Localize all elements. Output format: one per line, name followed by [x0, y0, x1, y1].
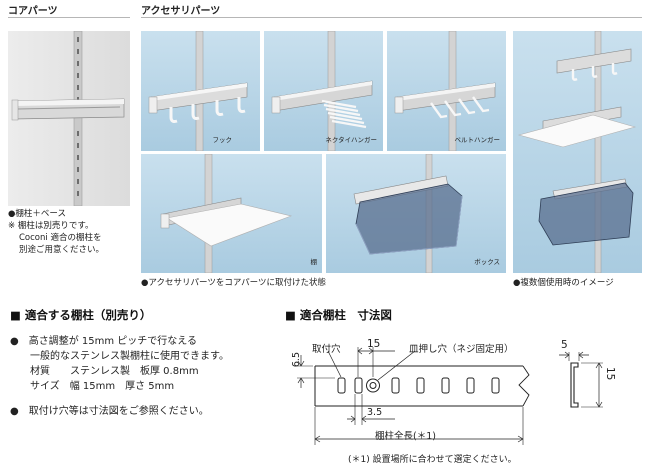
core-note-4: 別途ご用意ください。 — [19, 245, 105, 255]
accessory-title-rule — [141, 17, 642, 18]
label-pitch: 15 — [367, 338, 381, 350]
label-countersunk-hole: 皿押し穴（ネジ固定用） — [409, 344, 514, 355]
core-note-3: Coconi 適合の棚柱を — [19, 233, 102, 243]
core-parts-title: コアパーツ — [8, 6, 58, 17]
compatible-rail-specs: ● 高さ調整が 15mm ピッチで行なえる 一般的なステンレス製棚柱に使用できま… — [10, 334, 229, 394]
necktie-caption: ネクタイハンガー — [325, 136, 377, 144]
spec-line-2: 一般的なステンレス製棚柱に使用できます。 — [10, 351, 229, 362]
spec-line-1: ● 高さ調整が 15mm ピッチで行なえる — [10, 336, 197, 347]
core-note-2: ※ 棚柱は別売りです。 — [8, 221, 94, 231]
attached-state-note: ●アクセサリパーツをコアパーツに取付けた状態 — [141, 278, 326, 288]
reference-note: ● 取付け穴等は寸法図をご参照ください。 — [10, 406, 209, 417]
multi-use-note: ●複数個使用時のイメージ — [513, 278, 614, 288]
shelf-caption: 棚 — [310, 258, 318, 266]
spec-line-3: 材質 ステンレス製 板厚 0.8mm — [10, 366, 199, 377]
multi-use-panel — [513, 31, 642, 273]
label-side-height: 15 — [604, 367, 616, 381]
footnote: (＊1) 設置場所に合わせて選定ください。 — [348, 455, 517, 465]
spec-line-4: サイズ 幅 15mm 厚さ 5mm — [10, 381, 175, 392]
shelf-panel: 棚 — [141, 154, 322, 273]
label-side-width: 5 — [561, 339, 568, 351]
hook-panel: フック — [141, 31, 260, 151]
box-panel: ボックス — [326, 154, 506, 273]
dimension-drawing-title: ■ 適合棚柱 寸法図 — [285, 308, 392, 322]
necktie-hanger-panel: ネクタイハンガー — [264, 31, 383, 151]
label-mounting-hole: 取付穴 — [312, 344, 341, 355]
label-total-length: 棚柱全長(＊1) — [375, 431, 436, 442]
box-caption: ボックス — [474, 258, 500, 266]
hook-caption: フック — [212, 136, 233, 144]
accessory-parts-title: アクセサリパーツ — [141, 6, 221, 17]
core-note-1: ●棚柱＋ベース — [8, 209, 66, 219]
core-title-rule — [8, 17, 130, 18]
belt-hanger-panel: ベルトハンガー — [387, 31, 506, 151]
belt-caption: ベルトハンガー — [454, 136, 501, 144]
core-parts-photo — [8, 31, 130, 206]
label-hole-width: 3.5 — [367, 407, 383, 418]
compatible-rail-title: ■ 適合する棚柱（別売り） — [10, 308, 152, 322]
core-notes: ●棚柱＋ベース ※ 棚柱は別売りです。 Coconi 適合の棚柱を 別途ご用意く… — [8, 208, 104, 256]
rail-dimension-drawing — [297, 347, 603, 445]
